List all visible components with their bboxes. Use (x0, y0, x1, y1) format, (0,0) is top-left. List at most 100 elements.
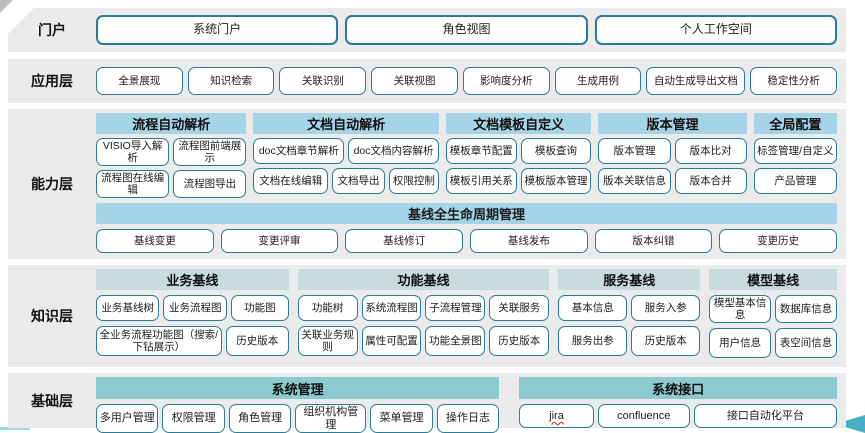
basic-info-box: 基本信息 (558, 295, 628, 321)
group-function-baseline: 功能基线 功能树 系统流程图 子流程管理 关联服务 关联业务规则 属性可配置 功… (297, 269, 550, 358)
template-reference-box: 模板引用关系 (445, 168, 517, 194)
attribute-configurable-box: 属性可配置 (361, 326, 422, 356)
service-input-param-box: 服务入参 (631, 295, 701, 321)
bottom-left-accent-line (0, 427, 30, 430)
role-mgmt-box: 角色管理 (228, 404, 292, 433)
layer-label-knowledge: 知识层 (31, 308, 73, 324)
relation-identify-box: 关联识别 (279, 67, 367, 95)
subflow-mgmt-box: 子流程管理 (425, 295, 486, 321)
generate-usecase-box: 生成用例 (554, 67, 642, 95)
model-baseline-header: 模型基线 (709, 269, 837, 290)
permission-control-box: 权限控制 (388, 168, 439, 194)
group-system-interface: 系统接口 jira confluence 接口自动化平台 (519, 377, 838, 433)
system-mgmt-header: 系统管理 (96, 377, 500, 399)
business-flowchart-box: 业务流程图 (163, 295, 227, 321)
role-view-box: 角色视图 (345, 15, 588, 45)
template-query-box: 模板查询 (520, 138, 592, 164)
group-system-mgmt: 系统管理 多用户管理 权限管理 角色管理 组织机构管理 菜单管理 操作日志 (96, 377, 500, 433)
system-flowchart-box: 系统流程图 (361, 295, 422, 321)
relation-view-box: 关联视图 (371, 67, 458, 95)
operation-log-box: 操作日志 (436, 404, 500, 433)
confluence-box: confluence (597, 404, 690, 428)
related-business-rule-box: 关联业务规则 (297, 326, 358, 356)
layer-label-base: 基础层 (31, 392, 73, 409)
group-business-baseline: 业务基线 业务基线树 业务流程图 功能图 全业务流程功能图（搜索/下钻展示） 历… (96, 269, 289, 358)
flow-auto-parse-header: 流程自动解析 (96, 113, 247, 134)
version-relation-info-box: 版本关联信息 (598, 168, 671, 194)
function-panorama-box: 功能全景图 (425, 326, 486, 356)
related-service-box: 关联服务 (489, 295, 550, 321)
slide-corner-decoration (0, 0, 34, 34)
personal-workspace-box: 个人工作空间 (594, 15, 837, 45)
system-interface-header: 系统接口 (519, 377, 837, 399)
system-portal-box: 系统门户 (96, 15, 339, 45)
version-mgmt-box: 版本管理 (598, 138, 671, 164)
layer-base: 基础层 系统管理 多用户管理 权限管理 角色管理 组织机构管理 菜单管理 操作日… (8, 373, 846, 433)
version-merge-box: 版本合并 (674, 168, 747, 194)
model-basic-info-box: 模型基本信息 (709, 295, 772, 324)
permission-mgmt-box: 权限管理 (162, 404, 225, 433)
version-mgmt-header: 版本管理 (598, 113, 747, 134)
history-version-box: 历史版本 (225, 326, 289, 356)
function-diagram-box: 功能图 (230, 295, 289, 321)
function-baseline-header: 功能基线 (297, 269, 550, 290)
doc-export-box: 文档导出 (332, 168, 385, 194)
group-version-mgmt: 版本管理 版本管理 版本比对 版本关联信息 版本合并 (598, 113, 747, 198)
impact-analysis-box: 影响度分析 (462, 67, 550, 95)
layer-portal: 门户 系统门户 角色视图 个人工作空间 (8, 8, 846, 52)
group-doc-auto-parse: 文档自动解析 doc文档章节解析 doc文档内容解析 文档在线编辑 文档导出 权… (253, 113, 439, 198)
group-doc-template-custom: 文档模板自定义 模板章节配置 模板查询 模板引用关系 模板版本管理 (445, 113, 592, 198)
group-flow-auto-parse: 流程自动解析 VISIO导入解析 流程图前端展示 流程图在线编辑 流程图导出 (96, 113, 247, 199)
service-baseline-header: 服务基线 (558, 269, 701, 290)
stability-analysis-box: 稳定性分析 (750, 67, 837, 95)
flowchart-export-box: 流程图导出 (173, 170, 247, 199)
group-service-baseline: 服务基线 基本信息 服务入参 服务出参 历史版本 (558, 269, 701, 358)
layer-label-portal: 门户 (38, 22, 66, 38)
api-automation-platform-box: 接口自动化平台 (693, 404, 838, 428)
template-chapter-config-box: 模板章节配置 (445, 138, 517, 164)
service-output-param-box: 服务出参 (558, 326, 628, 356)
baseline-revise-box: 基线修订 (345, 229, 464, 254)
database-info-box: 数据库信息 (775, 295, 838, 324)
doc-content-parse-box: doc文档内容解析 (348, 138, 439, 164)
flowchart-online-edit-box: 流程图在线编辑 (96, 170, 170, 199)
function-tree-box: 功能树 (297, 295, 358, 321)
full-business-flow-function-diagram-box: 全业务流程功能图（搜索/下钻展示） (96, 326, 222, 356)
baseline-release-box: 基线发布 (470, 229, 588, 254)
doc-chapter-parse-box: doc文档章节解析 (253, 138, 345, 164)
multi-user-mgmt-box: 多用户管理 (96, 404, 159, 433)
change-review-box: 变更评审 (220, 229, 339, 254)
change-history-box: 变更历史 (719, 229, 838, 254)
layer-label-application: 应用层 (31, 73, 73, 89)
menu-mgmt-box: 菜单管理 (370, 404, 433, 433)
visio-import-parse-box: VISIO导入解析 (96, 138, 170, 167)
jira-box: jira (519, 404, 594, 428)
business-baseline-tree-box: 业务基线树 (96, 295, 160, 321)
group-model-baseline: 模型基线 模型基本信息 数据库信息 用户信息 表空间信息 (709, 269, 838, 359)
flowchart-front-display-box: 流程图前端展示 (173, 138, 247, 167)
template-version-mgmt-box: 模板版本管理 (520, 168, 592, 194)
version-correction-box: 版本纠错 (594, 229, 713, 254)
knowledge-search-box: 知识检索 (187, 67, 275, 95)
panorama-display-box: 全景展现 (96, 67, 183, 95)
product-mgmt-box: 产品管理 (753, 168, 837, 194)
org-structure-mgmt-box: 组织机构管理 (295, 404, 367, 433)
baseline-change-box: 基线变更 (96, 229, 214, 254)
user-info-box: 用户信息 (709, 328, 772, 359)
doc-online-edit-box: 文档在线编辑 (253, 168, 329, 194)
auto-export-doc-box: 自动生成导出文档 (646, 67, 746, 95)
history-version-box: 历史版本 (489, 326, 550, 356)
baseline-lifecycle-header: 基线全生命周期管理 (96, 203, 837, 225)
tag-mgmt-custom-box: 标签管理/自定义 (753, 138, 837, 164)
layer-label-capability: 能力层 (31, 176, 73, 192)
version-compare-box: 版本比对 (674, 138, 747, 164)
layer-capability: 能力层 流程自动解析 VISIO导入解析 流程图前端展示 流程图在线编辑 流程图… (8, 109, 846, 259)
history-version-box: 历史版本 (631, 326, 701, 356)
doc-template-custom-header: 文档模板自定义 (445, 113, 592, 134)
global-config-header: 全局配置 (753, 113, 837, 134)
group-global-config: 全局配置 标签管理/自定义 产品管理 (753, 113, 837, 198)
layer-knowledge: 知识层 业务基线 业务基线树 业务流程图 功能图 全业务流程功能图（搜索/下钻展… (8, 265, 846, 367)
doc-auto-parse-header: 文档自动解析 (253, 113, 439, 134)
tablespace-info-box: 表空间信息 (775, 328, 838, 359)
layer-application: 应用层 全景展现 知识检索 关联识别 关联视图 影响度分析 生成用例 自动生成导… (8, 59, 846, 103)
